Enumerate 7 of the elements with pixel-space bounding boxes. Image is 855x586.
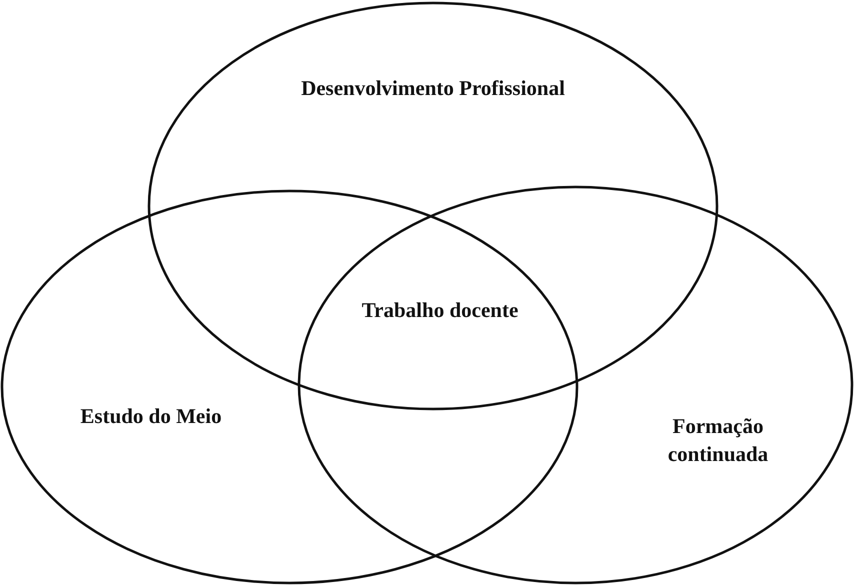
ellipse — [298, 186, 853, 584]
circle-label: Formação continuada — [666, 413, 770, 468]
ellipse — [148, 2, 718, 410]
overlap-label: Trabalho docente — [360, 297, 520, 324]
ellipse — [1, 190, 578, 584]
circle-label: Estudo do Meio — [79, 403, 223, 430]
circle-label: Desenvolvimento Profissional — [300, 75, 566, 102]
